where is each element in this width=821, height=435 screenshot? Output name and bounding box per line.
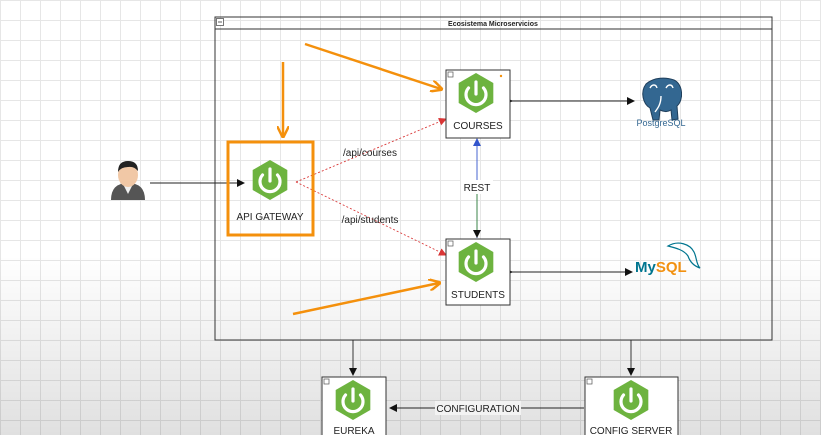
postgresql-label: PostgreSQL [636, 118, 685, 128]
orange-annotation-arrow-students [292, 283, 439, 316]
orange-annotation-arrow-courses [304, 42, 441, 89]
spring-power-icon [252, 160, 288, 200]
students-service-node[interactable]: STUDENTS [445, 238, 511, 306]
collapse-icon[interactable] [323, 378, 330, 385]
rest-label-background [461, 180, 493, 194]
marker-dot-icon [499, 74, 503, 78]
courses-label: COURSES [453, 121, 503, 132]
spring-power-icon [613, 380, 649, 420]
mysql-logo-sql: SQL [656, 259, 687, 276]
svg-text:MySQL: MySQL [635, 259, 687, 276]
gateway-to-courses-connector[interactable] [295, 118, 447, 183]
eureka-node[interactable]: EUREKA [321, 376, 387, 435]
courses-service-node[interactable]: COURSES [445, 69, 511, 139]
eureka-label: EUREKA [333, 426, 374, 435]
spring-power-icon [335, 380, 371, 420]
config-server-label: CONFIG SERVER [590, 426, 673, 435]
api-gateway-node[interactable]: API GATEWAY [226, 140, 315, 237]
user-icon[interactable] [111, 161, 145, 200]
collapse-icon[interactable] [447, 71, 454, 78]
configuration-label: CONFIGURATION [436, 404, 519, 415]
rest-label: REST [464, 183, 491, 194]
config-server-node[interactable]: CONFIG SERVER [584, 376, 679, 435]
api-gateway-label: API GATEWAY [236, 212, 303, 223]
spring-power-icon [458, 242, 494, 282]
mysql-node[interactable]: MySQL [635, 242, 701, 276]
mysql-dolphin-icon [666, 242, 701, 269]
configuration-label-background [435, 401, 521, 415]
route-students-label: /api/students [342, 215, 399, 226]
postgresql-elephant-icon [642, 77, 682, 121]
spring-power-icon [458, 73, 494, 113]
route-courses-label: /api/courses [343, 148, 397, 159]
students-label: STUDENTS [451, 290, 505, 301]
container-title: Ecosistema Microservicios [448, 21, 538, 28]
collapse-icon[interactable] [447, 240, 454, 247]
mysql-logo-my: My [635, 259, 656, 276]
microservices-container[interactable]: Ecosistema Microservicios [214, 16, 773, 341]
postgresql-node[interactable]: PostgreSQL [636, 77, 686, 128]
container-collapse-icon[interactable] [216, 18, 224, 26]
collapse-icon[interactable] [586, 378, 593, 385]
